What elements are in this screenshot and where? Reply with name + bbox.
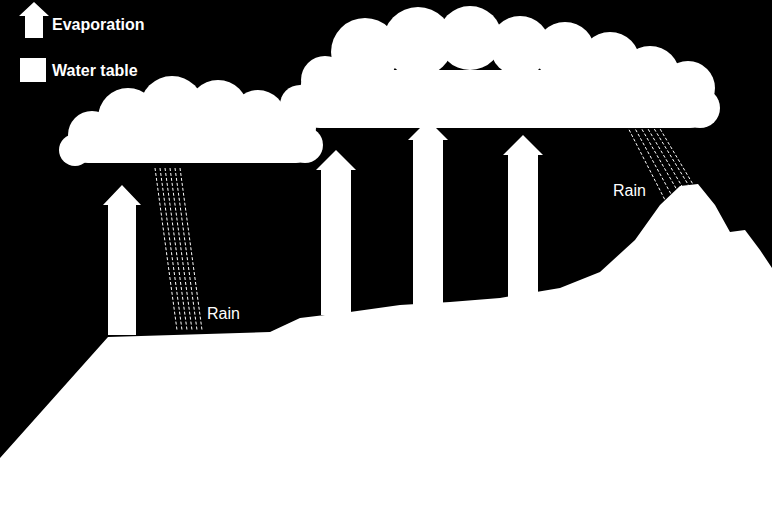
left-cloud	[59, 76, 323, 166]
legend-swatch	[20, 58, 46, 82]
evaporation-arrows	[103, 120, 543, 335]
rain-label: Rain	[207, 305, 240, 323]
ground	[0, 184, 772, 532]
rain-label: Rain	[613, 182, 646, 200]
legend-label: Evaporation	[52, 16, 144, 34]
right-cloud	[280, 6, 720, 128]
legend-arrow-icon	[18, 2, 50, 38]
left-rain	[155, 168, 202, 330]
legend-label: Water table	[52, 62, 138, 80]
